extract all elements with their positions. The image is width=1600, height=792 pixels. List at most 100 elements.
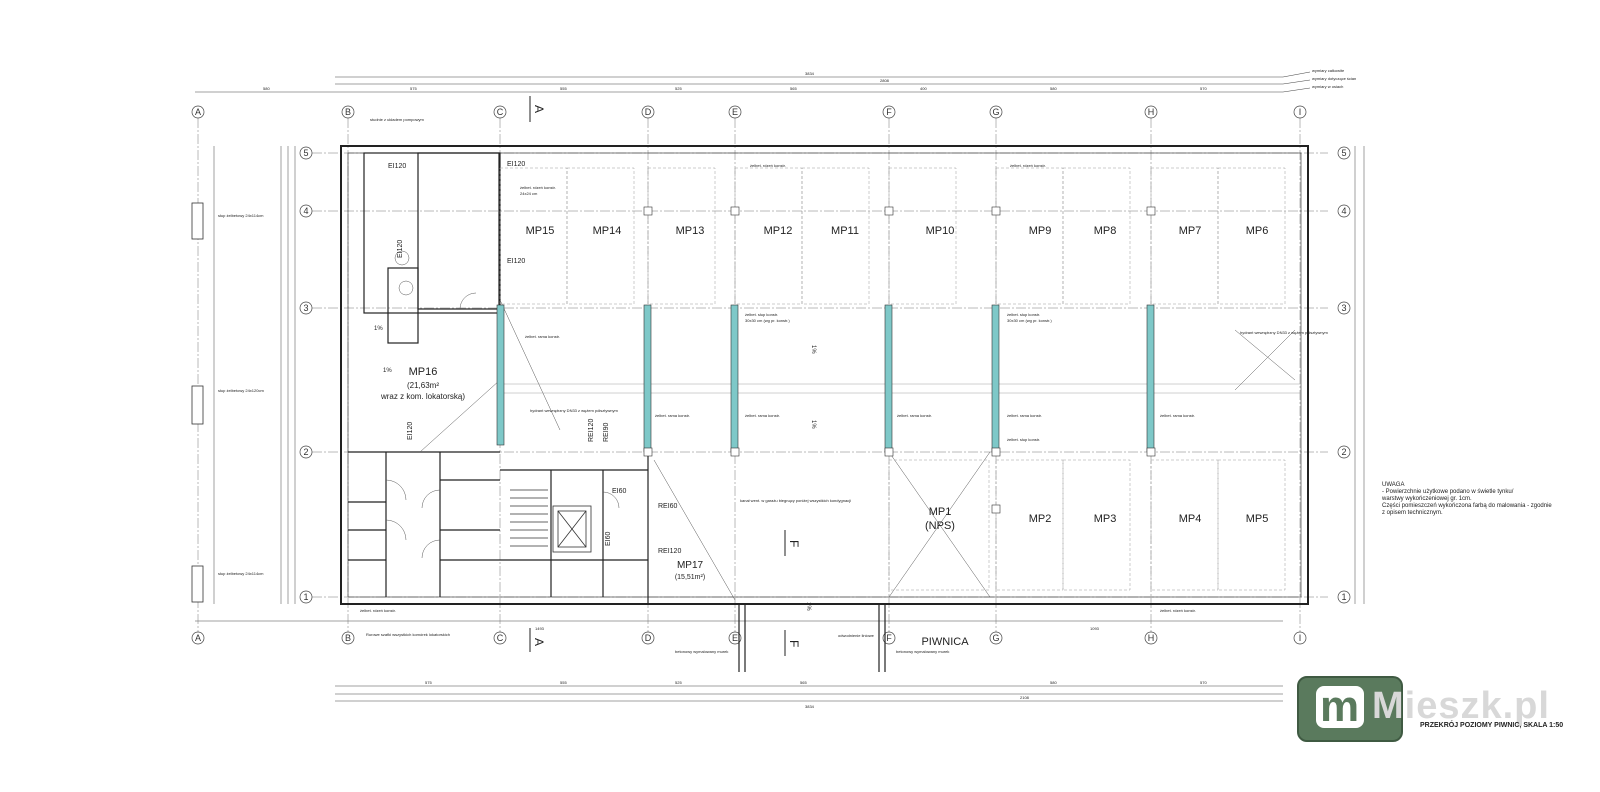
dim-bottom-4: 565 <box>800 680 807 685</box>
grid-column-label-bottom: G <box>992 633 999 643</box>
fire-ei120-c: EI120 <box>507 258 525 265</box>
ramp-lines <box>419 299 1296 601</box>
section-mark-right-top: F <box>787 540 801 547</box>
note-line-3: Części pomieszczeń wykończona farbą do m… <box>1382 503 1552 509</box>
legend-walls: wymiary dotyczące ścian <box>1312 76 1356 81</box>
dim-bottom-1: 575 <box>425 680 432 685</box>
column-caps <box>643 206 1156 514</box>
fire-ei120-e: EI120 <box>407 422 414 440</box>
slope-5: 1% <box>805 602 811 611</box>
annotation-slup-3: żelbet. słup konstr. <box>1007 437 1040 442</box>
parking-mp8: MP8 <box>1094 225 1117 237</box>
inner-wall-line <box>347 152 1302 598</box>
grid-row-label-left: 5 <box>303 148 308 158</box>
left-dimension-lines <box>213 146 1365 604</box>
column-bubbles-bottom <box>191 631 1307 645</box>
annotation-rdzen-2: żelbet. rdzeń konstr. <box>750 163 786 168</box>
row-bubbles <box>299 146 1351 604</box>
stair-core <box>510 489 592 553</box>
building-outline <box>340 145 1309 605</box>
mp16-area: (21,63m² <box>407 381 439 390</box>
grid-column-label-bottom: A <box>195 633 201 643</box>
drawing-caption: PRZEKRÓJ POZIOMY PIWNIC, SKALA 1:50 <box>1420 722 1564 729</box>
annotation-hydrant-a: hydrant wewnętrzny DN33 z wężem półsztyw… <box>530 408 618 413</box>
grid-column-label-bottom: E <box>732 633 738 643</box>
structural-columns <box>496 304 1155 453</box>
dim-bottom-5: 580 <box>1050 680 1057 685</box>
dim-bottom-row1: 1493 <box>535 626 545 631</box>
dim-bottom-2: 555 <box>560 680 567 685</box>
door-swings <box>385 250 620 559</box>
legend-total: wymiary całkowite <box>1312 68 1345 73</box>
note-line-1: - Powierzchnie użytkowe podano w świetle… <box>1382 489 1514 495</box>
side-column-label-a: słup żelbetowy 24x114cm <box>218 213 264 218</box>
grid-column-label-bottom: I <box>1299 633 1302 643</box>
grid-row-label-right: 2 <box>1341 447 1346 457</box>
dim-top-inner: 2808 <box>880 78 890 83</box>
fire-ei120-a: EI120 <box>388 163 406 170</box>
fire-ei120-b: EI120 <box>507 161 525 168</box>
note-title: UWAGA <box>1382 482 1405 488</box>
fire-rei120-a: REI120 <box>588 419 595 442</box>
grid-column-label-bottom: C <box>497 633 504 643</box>
annotation-rama-5: żelbet. rama konstr. <box>1160 413 1195 418</box>
annotation-rama-3: żelbet. rama konstr. <box>897 413 932 418</box>
parking-mp10: MP10 <box>926 225 955 237</box>
slope-2: 1% <box>810 345 816 354</box>
parking-mp5: MP5 <box>1246 513 1269 525</box>
parking-mp13: MP13 <box>676 225 705 237</box>
parking-bays <box>499 167 1286 591</box>
fire-rei60: REI60 <box>658 503 678 510</box>
grid-column-label-top: A <box>195 107 201 117</box>
dim-bottom-row2: 1093 <box>1090 626 1100 631</box>
section-mark-top-left: A <box>532 105 546 113</box>
dim-top-1: 580 <box>263 86 270 91</box>
fire-ei120-d: EI120 <box>397 240 404 258</box>
parking-mp15: MP15 <box>526 225 555 237</box>
dim-top-3: 555 <box>560 86 567 91</box>
annotation-rama-4: żelbet. rama konstr. <box>1007 413 1042 418</box>
logo-text: Mieszk.pl <box>1372 685 1550 727</box>
grid-column-label-top: E <box>732 107 738 117</box>
grid-column-label-top: F <box>886 107 892 117</box>
dim-top-5: 565 <box>790 86 797 91</box>
parking-mp1-sub: (NPS) <box>925 520 955 532</box>
mp17-label: MP17 <box>677 560 704 571</box>
dim-bottom-6: 570 <box>1200 680 1207 685</box>
annotation-rdzen-3: żelbet. rdzeń konstr. <box>1010 163 1046 168</box>
parking-mp2: MP2 <box>1029 513 1052 525</box>
slope-3: 1% <box>810 420 816 429</box>
parking-mp9: MP9 <box>1029 225 1052 237</box>
side-column-label-b: słup żelbetowy 24x120cm <box>218 388 264 393</box>
cellar-zone-walls <box>348 152 649 604</box>
grid-axes <box>197 118 1328 632</box>
dim-top-total: 3834 <box>805 71 815 76</box>
grid-row-label-right: 3 <box>1341 303 1346 313</box>
grid-column-label-top: G <box>992 107 999 117</box>
annotation-odwodnienie: odwodnienie liniowe <box>838 633 875 638</box>
section-arrows <box>529 96 786 656</box>
annotation-rdzen-4: żelbet. rdzeń konstr. <box>360 608 396 613</box>
slope-4: 1% <box>374 326 383 332</box>
annotation-rdzen-1b: 24x24 cm <box>520 191 538 196</box>
grid-column-label-top: I <box>1299 107 1302 117</box>
grid-row-label-right: 4 <box>1341 206 1346 216</box>
fire-rei90: REI90 <box>603 422 610 442</box>
grid-column-label-top: H <box>1148 107 1155 117</box>
annotation-kanal: kanał went. w garażu biegnący poniżej ws… <box>740 498 851 503</box>
note-line-4: z opisem technicznym. <box>1382 510 1443 516</box>
annotation-bet-a: betonowy wymalowany murek <box>675 649 728 654</box>
dim-bottom-3: 525 <box>675 680 682 685</box>
note-line-2: warstwy wykończeniowej gr. 1cm. <box>1382 496 1472 502</box>
grid-column-label-top: B <box>345 107 351 117</box>
fire-rei120-b: REI120 <box>658 548 681 555</box>
grid-column-label-bottom: B <box>345 633 351 643</box>
grid-column-label-top: D <box>645 107 652 117</box>
annotation-bet-b: betonowy wymalowany murek <box>896 649 949 654</box>
mp16-label: MP16 <box>409 366 438 378</box>
piwnica-zone-walls <box>738 604 886 672</box>
annotation-rdzen-5: żelbet. rdzeń konstr. <box>1160 608 1196 613</box>
